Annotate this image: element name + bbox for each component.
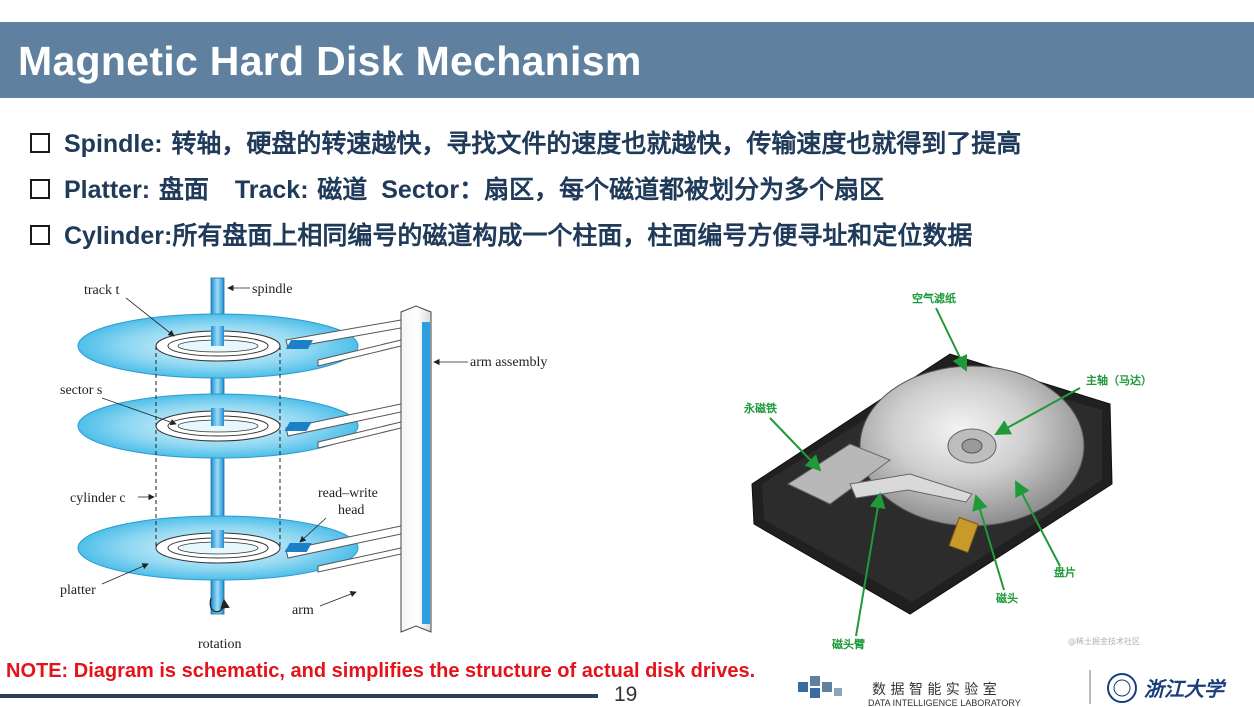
university-name: 浙江大学 [1144, 677, 1227, 701]
arms [285, 319, 402, 573]
lab-name-cn: 数 据 智 能 实 验 室 [872, 681, 997, 698]
bullet-text: 转轴，硬盘的转速越快，寻找文件的速度也就越快，传输速度也就得到了提高 [162, 129, 1022, 158]
bullet-label-sector: Sector [381, 176, 460, 204]
label-head-arm: 磁头臂 [832, 637, 865, 651]
note-text: NOTE: Diagram is schematic, and simplifi… [6, 660, 756, 682]
lab-logo-icon [798, 676, 842, 698]
arm-assembly [400, 305, 432, 633]
label-air-filter: 空气滤纸 [912, 291, 956, 305]
footer-line [0, 694, 598, 698]
watermark: @稀土掘金技术社区 [1068, 636, 1140, 646]
platter-middle [77, 393, 359, 459]
slide-title: Magnetic Hard Disk Mechanism [18, 38, 642, 84]
label-arm: arm [292, 603, 314, 618]
hdd-photo: 空气滤纸 主轴（马达） 永磁铁 盘片 磁头 磁头臂 @稀土掘金技术社区 [743, 291, 1152, 651]
label-track: track t [84, 283, 119, 298]
bullet-cylinder: Cylinder:所有盘面上相同编号的磁道构成一个柱面，柱面编号方便寻址和定位数… [30, 216, 1230, 262]
footer-logos: 数 据 智 能 实 验 室 DATA INTELLIGENCE LABORATO… [798, 670, 1227, 706]
bullet-label: Cylinder: [64, 222, 173, 250]
bullet-text-track: 磁道 [308, 175, 368, 204]
read-write-head [284, 422, 312, 431]
checkbox-icon [30, 179, 50, 199]
read-write-head [284, 543, 312, 552]
label-head: head [338, 503, 364, 518]
label-read-write: read–write [318, 486, 378, 501]
label-cylinder: cylinder c [70, 491, 126, 506]
bullet-text: 盘面 [150, 175, 209, 204]
bullet-label: Spindle: [64, 130, 163, 158]
read-write-head [285, 340, 314, 349]
platter-top [77, 313, 359, 379]
bullet-text-sector: ：扇区，每个磁道都被划分为多个扇区 [459, 175, 885, 204]
checkbox-icon [30, 133, 50, 153]
lab-name-en: DATA INTELLIGENCE LABORATORY [868, 698, 1021, 706]
bullet-platter: Platter: 盘面 Track: 磁道 Sector：扇区，每个磁道都被划分为多… [30, 170, 1230, 216]
bullet-label-track: Track: [234, 176, 309, 204]
bullet-label: Platter: [64, 176, 151, 204]
disk-diagram: track t spindle arm assembly sector s cy… [60, 277, 547, 652]
label-platter: platter [60, 583, 96, 598]
hdd-head-arm [849, 473, 973, 503]
title-bar: Magnetic Hard Disk Mechanism [0, 22, 1254, 98]
label-arm-assembly: arm assembly [470, 355, 547, 370]
rotation-arrow [209, 597, 230, 613]
university-seal-icon [1107, 673, 1137, 703]
label-spindle: spindle [252, 282, 292, 297]
label-disc: 盘片 [1054, 565, 1076, 579]
label-sector: sector s [60, 383, 102, 398]
checkbox-icon [30, 225, 50, 245]
label-head-cn: 磁头 [996, 591, 1018, 605]
bullet-spindle: Spindle: 转轴，硬盘的转速越快，寻找文件的速度也就越快，传输速度也就得到… [30, 124, 1230, 170]
bullet-list: Spindle: 转轴，硬盘的转速越快，寻找文件的速度也就越快，传输速度也就得到… [30, 124, 1230, 262]
hdd-magnet [786, 443, 892, 505]
page-number: 19 [614, 683, 638, 706]
label-magnet: 永磁铁 [743, 401, 777, 415]
label-rotation: rotation [198, 637, 242, 652]
bullet-text: 所有盘面上相同编号的磁道构成一个柱面，柱面编号方便寻址和定位数据 [172, 221, 973, 250]
label-spindle-motor: 主轴（马达） [1086, 373, 1152, 387]
